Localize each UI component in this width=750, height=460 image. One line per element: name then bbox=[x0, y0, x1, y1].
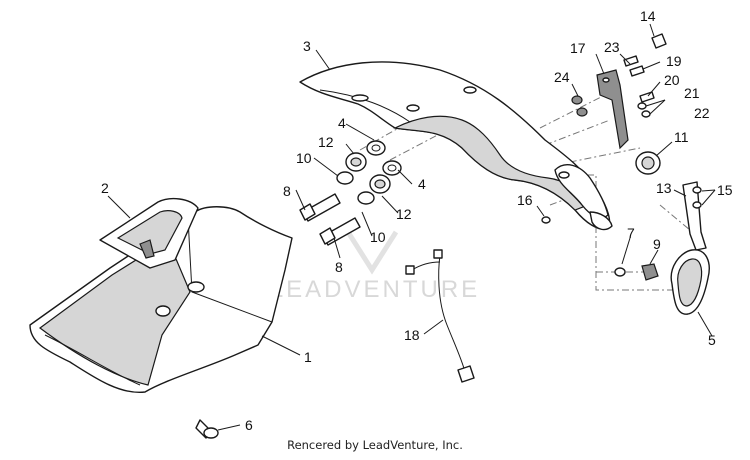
part-7-washer[interactable] bbox=[614, 267, 626, 277]
callout-22: 22 bbox=[694, 105, 710, 121]
callout-16: 16 bbox=[517, 192, 533, 208]
callout-7: 7 bbox=[627, 225, 635, 241]
callout-23: 23 bbox=[604, 39, 620, 55]
callout-9: 9 bbox=[653, 236, 661, 252]
callout-14: 14 bbox=[640, 8, 656, 24]
callout-3: 3 bbox=[303, 38, 311, 54]
part-15-screws[interactable] bbox=[692, 186, 702, 209]
callouts: 2 1 3 4 4 12 12 10 10 8 8 6 7 9 5 11 13 … bbox=[101, 8, 733, 433]
callout-17: 17 bbox=[570, 40, 586, 56]
part-17-plate-bracket[interactable] bbox=[596, 69, 629, 150]
callout-12-upper: 12 bbox=[318, 134, 334, 150]
callout-6: 6 bbox=[245, 417, 253, 433]
part-11-reflector[interactable] bbox=[635, 151, 661, 175]
part-10-sleeve-lower[interactable] bbox=[357, 191, 375, 205]
part-6-screw[interactable] bbox=[195, 419, 219, 439]
watermark-text: LEADVENTURE bbox=[270, 276, 480, 303]
part-8-bolt-lower[interactable] bbox=[319, 217, 361, 246]
part-20-screw[interactable] bbox=[639, 91, 655, 103]
callout-10-lower: 10 bbox=[370, 229, 386, 245]
callout-13: 13 bbox=[656, 180, 672, 196]
part-23-screw[interactable] bbox=[623, 55, 639, 67]
part-12-grommet-lower[interactable] bbox=[369, 174, 391, 194]
callout-18: 18 bbox=[404, 327, 420, 343]
part-10-sleeve-upper[interactable] bbox=[336, 171, 354, 185]
part-16-nut[interactable] bbox=[541, 216, 551, 224]
callout-1: 1 bbox=[304, 349, 312, 365]
callout-24: 24 bbox=[554, 69, 570, 85]
callout-5: 5 bbox=[708, 332, 716, 348]
callout-11: 11 bbox=[674, 129, 689, 145]
callout-15: 15 bbox=[717, 182, 733, 198]
part-19-screw[interactable] bbox=[629, 65, 645, 77]
part-12-grommet-upper[interactable] bbox=[345, 152, 367, 172]
callout-8-upper: 8 bbox=[283, 183, 291, 199]
callout-10-upper: 10 bbox=[296, 150, 312, 166]
callout-20: 20 bbox=[664, 72, 680, 88]
watermark: LEADVENTURE bbox=[270, 230, 480, 303]
callout-21: 21 bbox=[684, 85, 700, 101]
callout-2: 2 bbox=[101, 180, 109, 196]
callout-12-lower: 12 bbox=[396, 206, 412, 222]
part-9-nut[interactable] bbox=[641, 263, 659, 281]
part-14-cap[interactable] bbox=[651, 33, 667, 49]
callout-19: 19 bbox=[666, 53, 682, 69]
part-5-license-light[interactable] bbox=[670, 249, 710, 315]
part-13-light-bracket[interactable] bbox=[682, 181, 707, 251]
part-4-washer-lower[interactable] bbox=[382, 160, 402, 176]
callout-4-upper: 4 bbox=[338, 115, 346, 131]
part-8-bolt-upper[interactable] bbox=[299, 193, 341, 222]
leader-lines bbox=[107, 23, 716, 431]
part-3-rear-fender[interactable] bbox=[299, 61, 613, 231]
callout-4-lower: 4 bbox=[418, 176, 426, 192]
part-22-nut[interactable] bbox=[641, 110, 651, 118]
part-1-splash-guard[interactable] bbox=[29, 206, 293, 394]
part-4-washer-upper[interactable] bbox=[366, 140, 386, 156]
part-18-wiring-harness[interactable] bbox=[405, 249, 475, 383]
part-24-nut[interactable] bbox=[571, 95, 588, 117]
part-21-washer[interactable] bbox=[637, 102, 647, 110]
part-2-bracket[interactable] bbox=[99, 197, 199, 269]
callout-8-lower: 8 bbox=[335, 259, 343, 275]
credit-line: Rencered by LeadVenture, Inc. bbox=[287, 438, 463, 452]
